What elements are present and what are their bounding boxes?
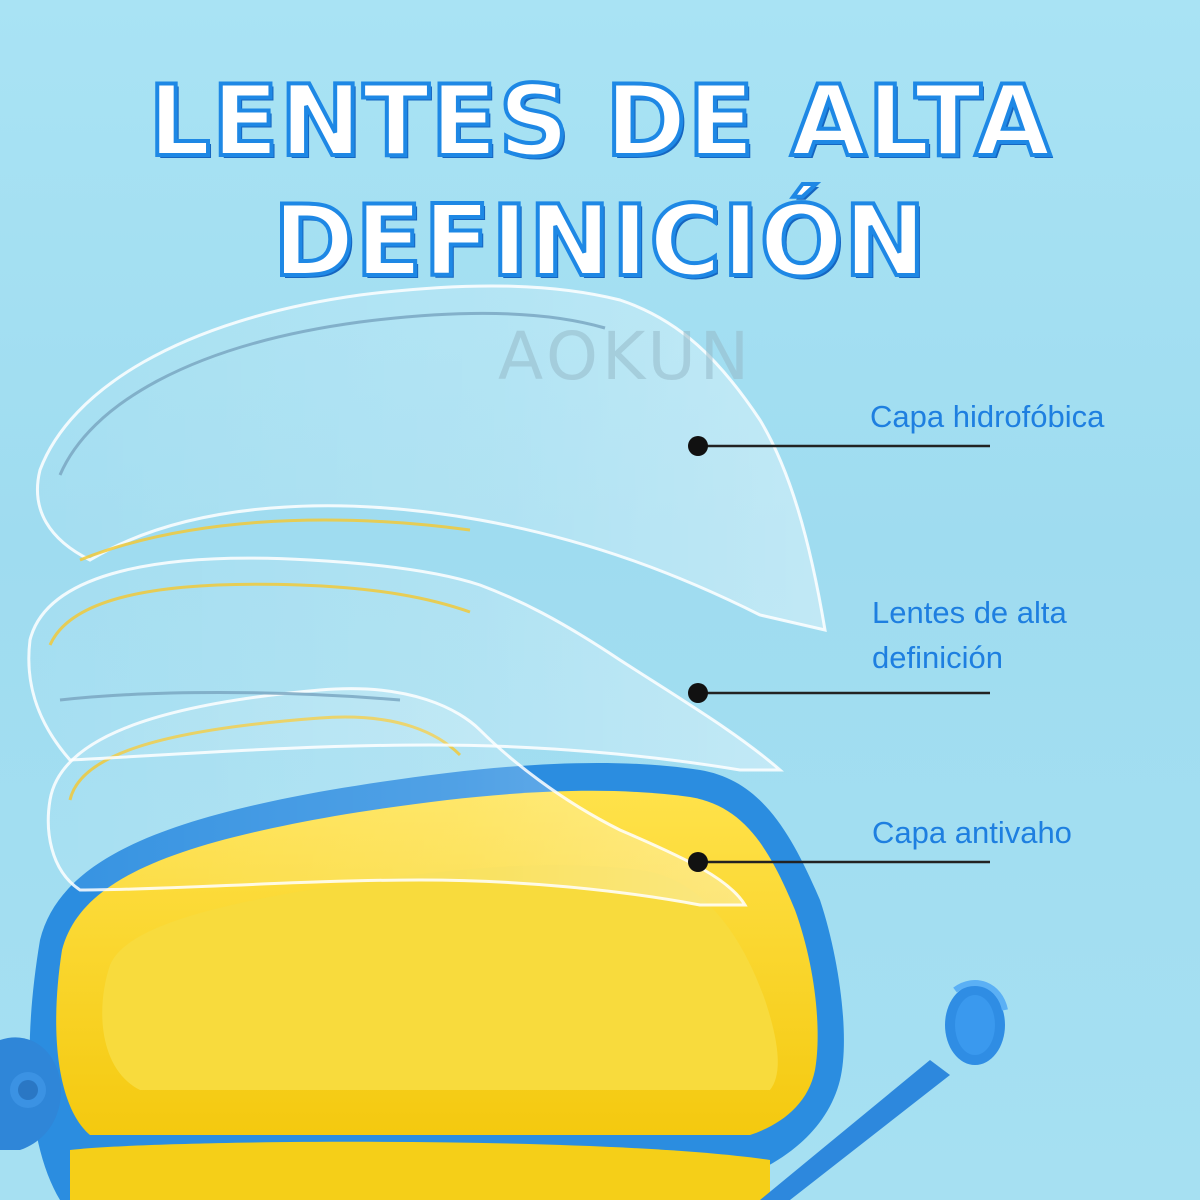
callout-antifog-layer: Capa antivaho: [872, 815, 1072, 850]
leader-lines: [688, 436, 990, 872]
hd-lens-layer: [27, 556, 784, 772]
callout-dot: [688, 436, 708, 456]
earplug-icon: [760, 979, 1008, 1200]
callout-hd-lens: Lentes de alta definición: [872, 595, 1067, 675]
callout-dot: [688, 683, 708, 703]
hydrophobic-lens-layer: [35, 284, 827, 632]
callout-hydrophobic-layer: Capa hidrofóbica: [870, 399, 1105, 434]
brand-watermark: AOKUN: [498, 318, 754, 395]
headline-title: LENTES DE ALTA DEFINICIÓN: [146, 63, 1052, 301]
callout-dot: [688, 852, 708, 872]
